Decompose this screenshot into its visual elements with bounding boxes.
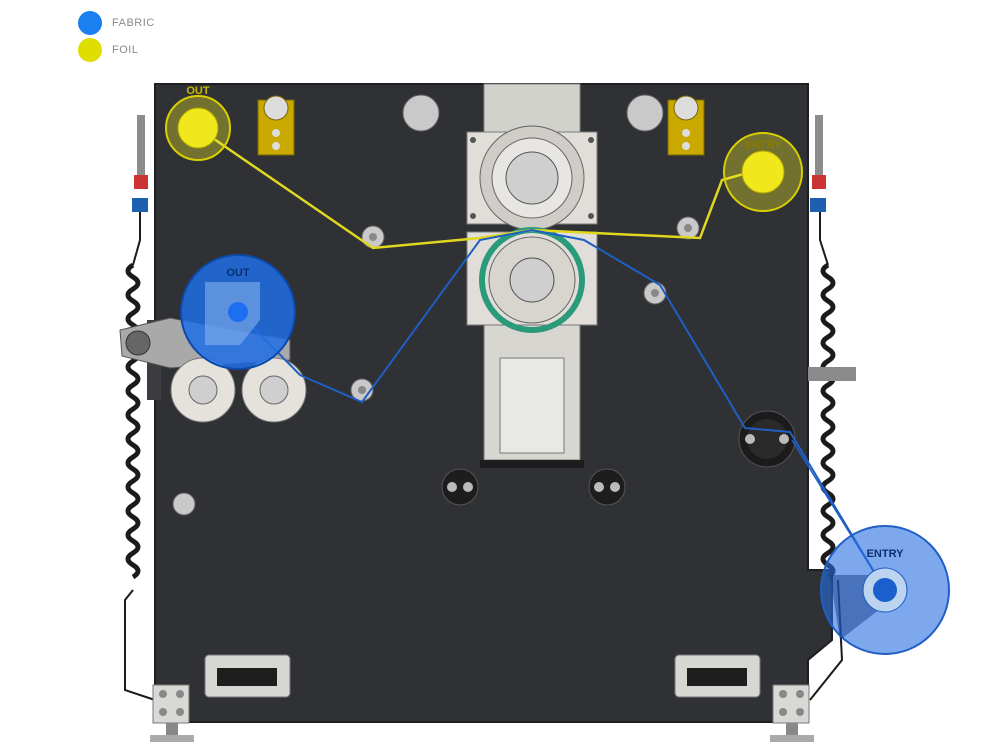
fabric-idler-right (643, 281, 667, 305)
nip-roller-right (241, 357, 307, 423)
foil-color-dot (78, 37, 102, 62)
turnbuckle-left (132, 115, 148, 212)
spring-right (820, 262, 836, 580)
foot-right (770, 684, 814, 742)
upper-heater-block (466, 125, 598, 231)
pressure-drum (479, 227, 585, 333)
legend: FABRIC FOIL (78, 9, 155, 63)
spring-left-top-cable (132, 210, 141, 266)
top-left-roller (402, 94, 440, 132)
foil-idler-left (361, 225, 385, 249)
foil-entry-roll (723, 132, 803, 212)
fabric-path (237, 228, 886, 591)
spring-right-top-cable (819, 210, 829, 266)
legend-label-foil: FOIL (112, 43, 139, 56)
legend-item-fabric: FABRIC (78, 9, 155, 36)
foil-out-roll (165, 95, 231, 161)
lower-left-roller (172, 492, 196, 516)
foil-idler-right (676, 216, 700, 240)
top-housing (483, 83, 581, 133)
spring-left (125, 262, 141, 580)
legend-label-fabric: FABRIC (112, 16, 155, 29)
fabric-color-dot (78, 10, 102, 35)
bolt-pair-right (588, 468, 626, 506)
foil-out-label: OUT (186, 85, 210, 97)
fabric-entry-roll (820, 525, 950, 655)
bracket-left (257, 95, 295, 156)
bracket-right (667, 95, 705, 156)
top-right-roller (626, 94, 664, 132)
legend-item-foil: FOIL (78, 36, 155, 63)
fabric-out-roll (180, 254, 296, 370)
turnbuckle-right (810, 115, 826, 212)
fabric-entry-label: ENTRY (867, 548, 905, 560)
nip-roller-left (170, 357, 236, 423)
dancer-roller (738, 410, 796, 468)
fabric-out-label: OUT (226, 267, 250, 279)
spring-left-cable (124, 589, 156, 701)
bolt-pair-left (441, 468, 479, 506)
handle-right (674, 654, 761, 698)
side-tab-right (808, 367, 856, 381)
handle-left (204, 654, 291, 698)
foot-left (150, 684, 194, 742)
foil-entry-label: ENTRY (745, 139, 783, 151)
